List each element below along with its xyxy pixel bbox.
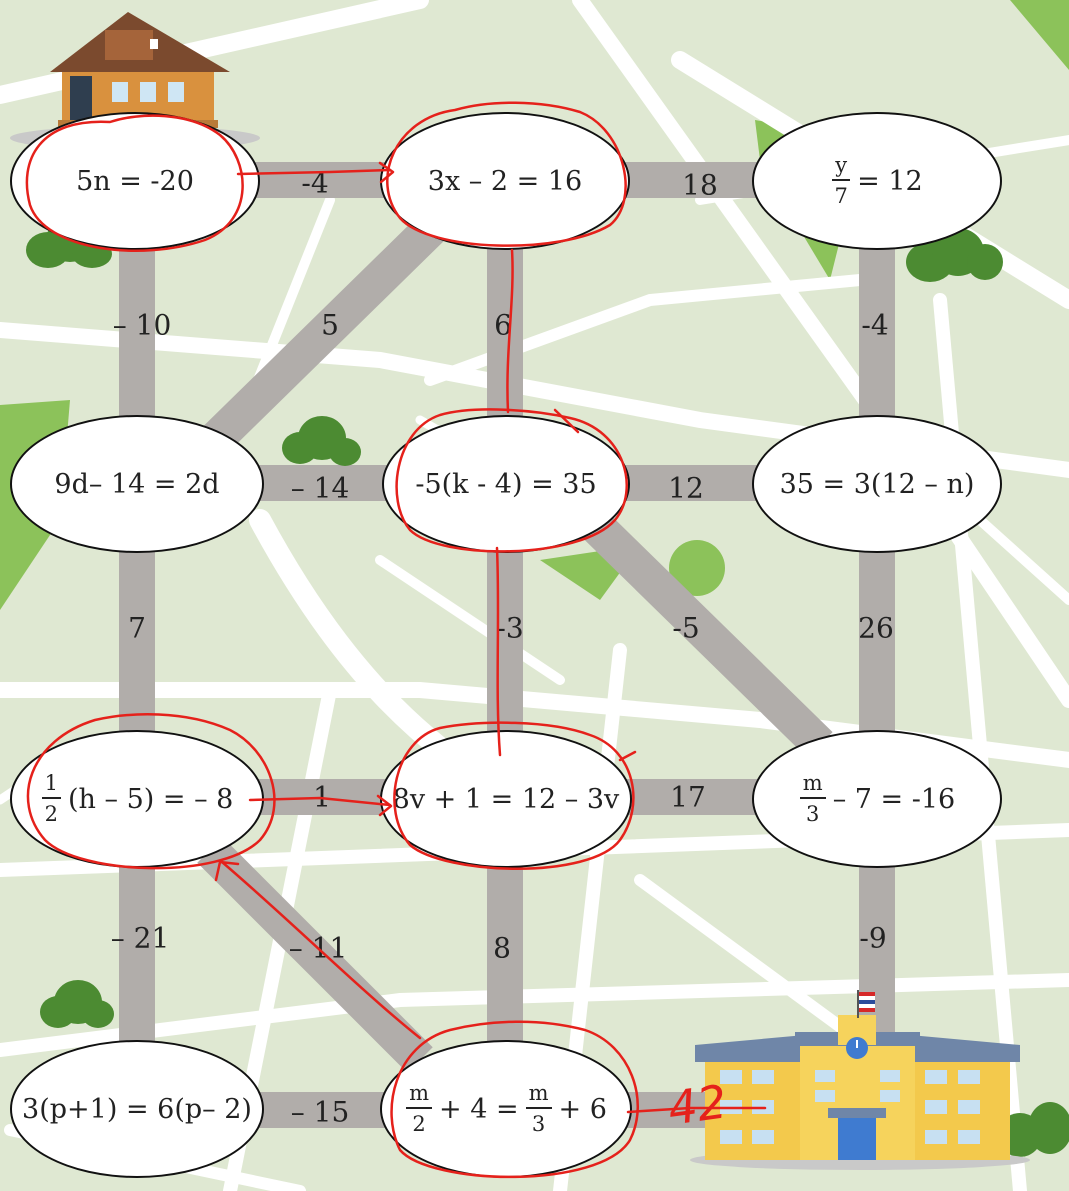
edge-label-1-2: -4 xyxy=(301,167,328,200)
edge-label-6-9: 26 xyxy=(858,612,894,645)
edge-label-8-11: 8 xyxy=(493,932,511,965)
equation-node[interactable]: 9d– 14 = 2d xyxy=(10,415,264,553)
fraction-denominator: 7 xyxy=(835,181,848,207)
fraction-numerator: m xyxy=(406,1083,432,1109)
edge-label-10-11: – 15 xyxy=(291,1096,350,1129)
equation-node[interactable]: 35 = 3(12 – n) xyxy=(752,415,1002,553)
equation-text: -5(k - 4) = 35 xyxy=(415,469,596,500)
fraction-numerator: m xyxy=(800,773,826,799)
equation-text: 3x – 2 = 16 xyxy=(428,166,582,197)
edge-label-7-11: – 11 xyxy=(289,932,348,965)
equation-node-start[interactable]: 5n = -20 xyxy=(10,112,260,250)
fraction: y 7 xyxy=(832,155,850,207)
edge-label-8-9: 17 xyxy=(670,781,706,814)
equation-node[interactable]: 3x – 2 = 16 xyxy=(380,112,630,250)
fraction-denominator: 3 xyxy=(532,1109,545,1135)
edge-label-4-5: – 14 xyxy=(291,472,350,505)
fraction: m 3 xyxy=(800,773,826,825)
edge-label-7-8: 1 xyxy=(313,781,331,814)
edge-label-7-10: – 21 xyxy=(111,922,170,955)
fraction-denominator: 2 xyxy=(412,1109,425,1135)
edge-label-1-4: – 10 xyxy=(113,309,172,342)
fraction-numerator: 1 xyxy=(42,773,61,799)
equation-text: 8v + 1 = 12 – 3v xyxy=(393,784,620,815)
equation-node[interactable]: -5(k - 4) = 35 xyxy=(382,415,630,553)
equation-text: + 6 xyxy=(559,1094,607,1125)
edge-label-5-8: -3 xyxy=(496,612,523,645)
fraction: m 3 xyxy=(526,1083,552,1135)
equation-node[interactable]: m 3 – 7 = -16 xyxy=(752,730,1002,868)
equation-text: (h – 5) = – 8 xyxy=(68,784,233,815)
edge-label-9-school: -9 xyxy=(859,922,886,955)
edge-label-3-6: -4 xyxy=(861,309,888,342)
edge-label-5-9: -5 xyxy=(672,612,699,645)
equation-node[interactable]: 3(p+1) = 6(p– 2) xyxy=(10,1040,264,1178)
equation-text: 9d– 14 = 2d xyxy=(54,469,219,500)
fraction: m 2 xyxy=(406,1083,432,1135)
equation-node-end[interactable]: m 2 + 4 = m 3 + 6 xyxy=(380,1040,632,1178)
equation-node[interactable]: 8v + 1 = 12 – 3v xyxy=(380,730,632,868)
equation-text: + 4 = xyxy=(439,1094,519,1125)
equation-node[interactable]: y 7 = 12 xyxy=(752,112,1002,250)
equation-node[interactable]: 1 2 (h – 5) = – 8 xyxy=(10,730,264,868)
edge-label-2-5: 6 xyxy=(494,309,512,342)
equation-text: – 7 = -16 xyxy=(833,784,956,815)
equation-text: 5n = -20 xyxy=(76,166,194,197)
edge-label-2-3: 18 xyxy=(682,169,718,202)
fraction-numerator: y xyxy=(832,155,850,181)
equation-text: 35 = 3(12 – n) xyxy=(780,469,975,500)
equation-text: 3(p+1) = 6(p– 2) xyxy=(22,1094,252,1125)
equation-text: = 12 xyxy=(857,166,923,197)
edge-label-2-4: 5 xyxy=(321,309,339,342)
edge-label-5-6: 12 xyxy=(668,472,704,505)
fraction: 1 2 xyxy=(42,773,61,825)
fraction-numerator: m xyxy=(526,1083,552,1109)
fraction-denominator: 3 xyxy=(806,799,819,825)
fraction-denominator: 2 xyxy=(45,799,58,825)
edge-label-4-7: 7 xyxy=(128,612,146,645)
